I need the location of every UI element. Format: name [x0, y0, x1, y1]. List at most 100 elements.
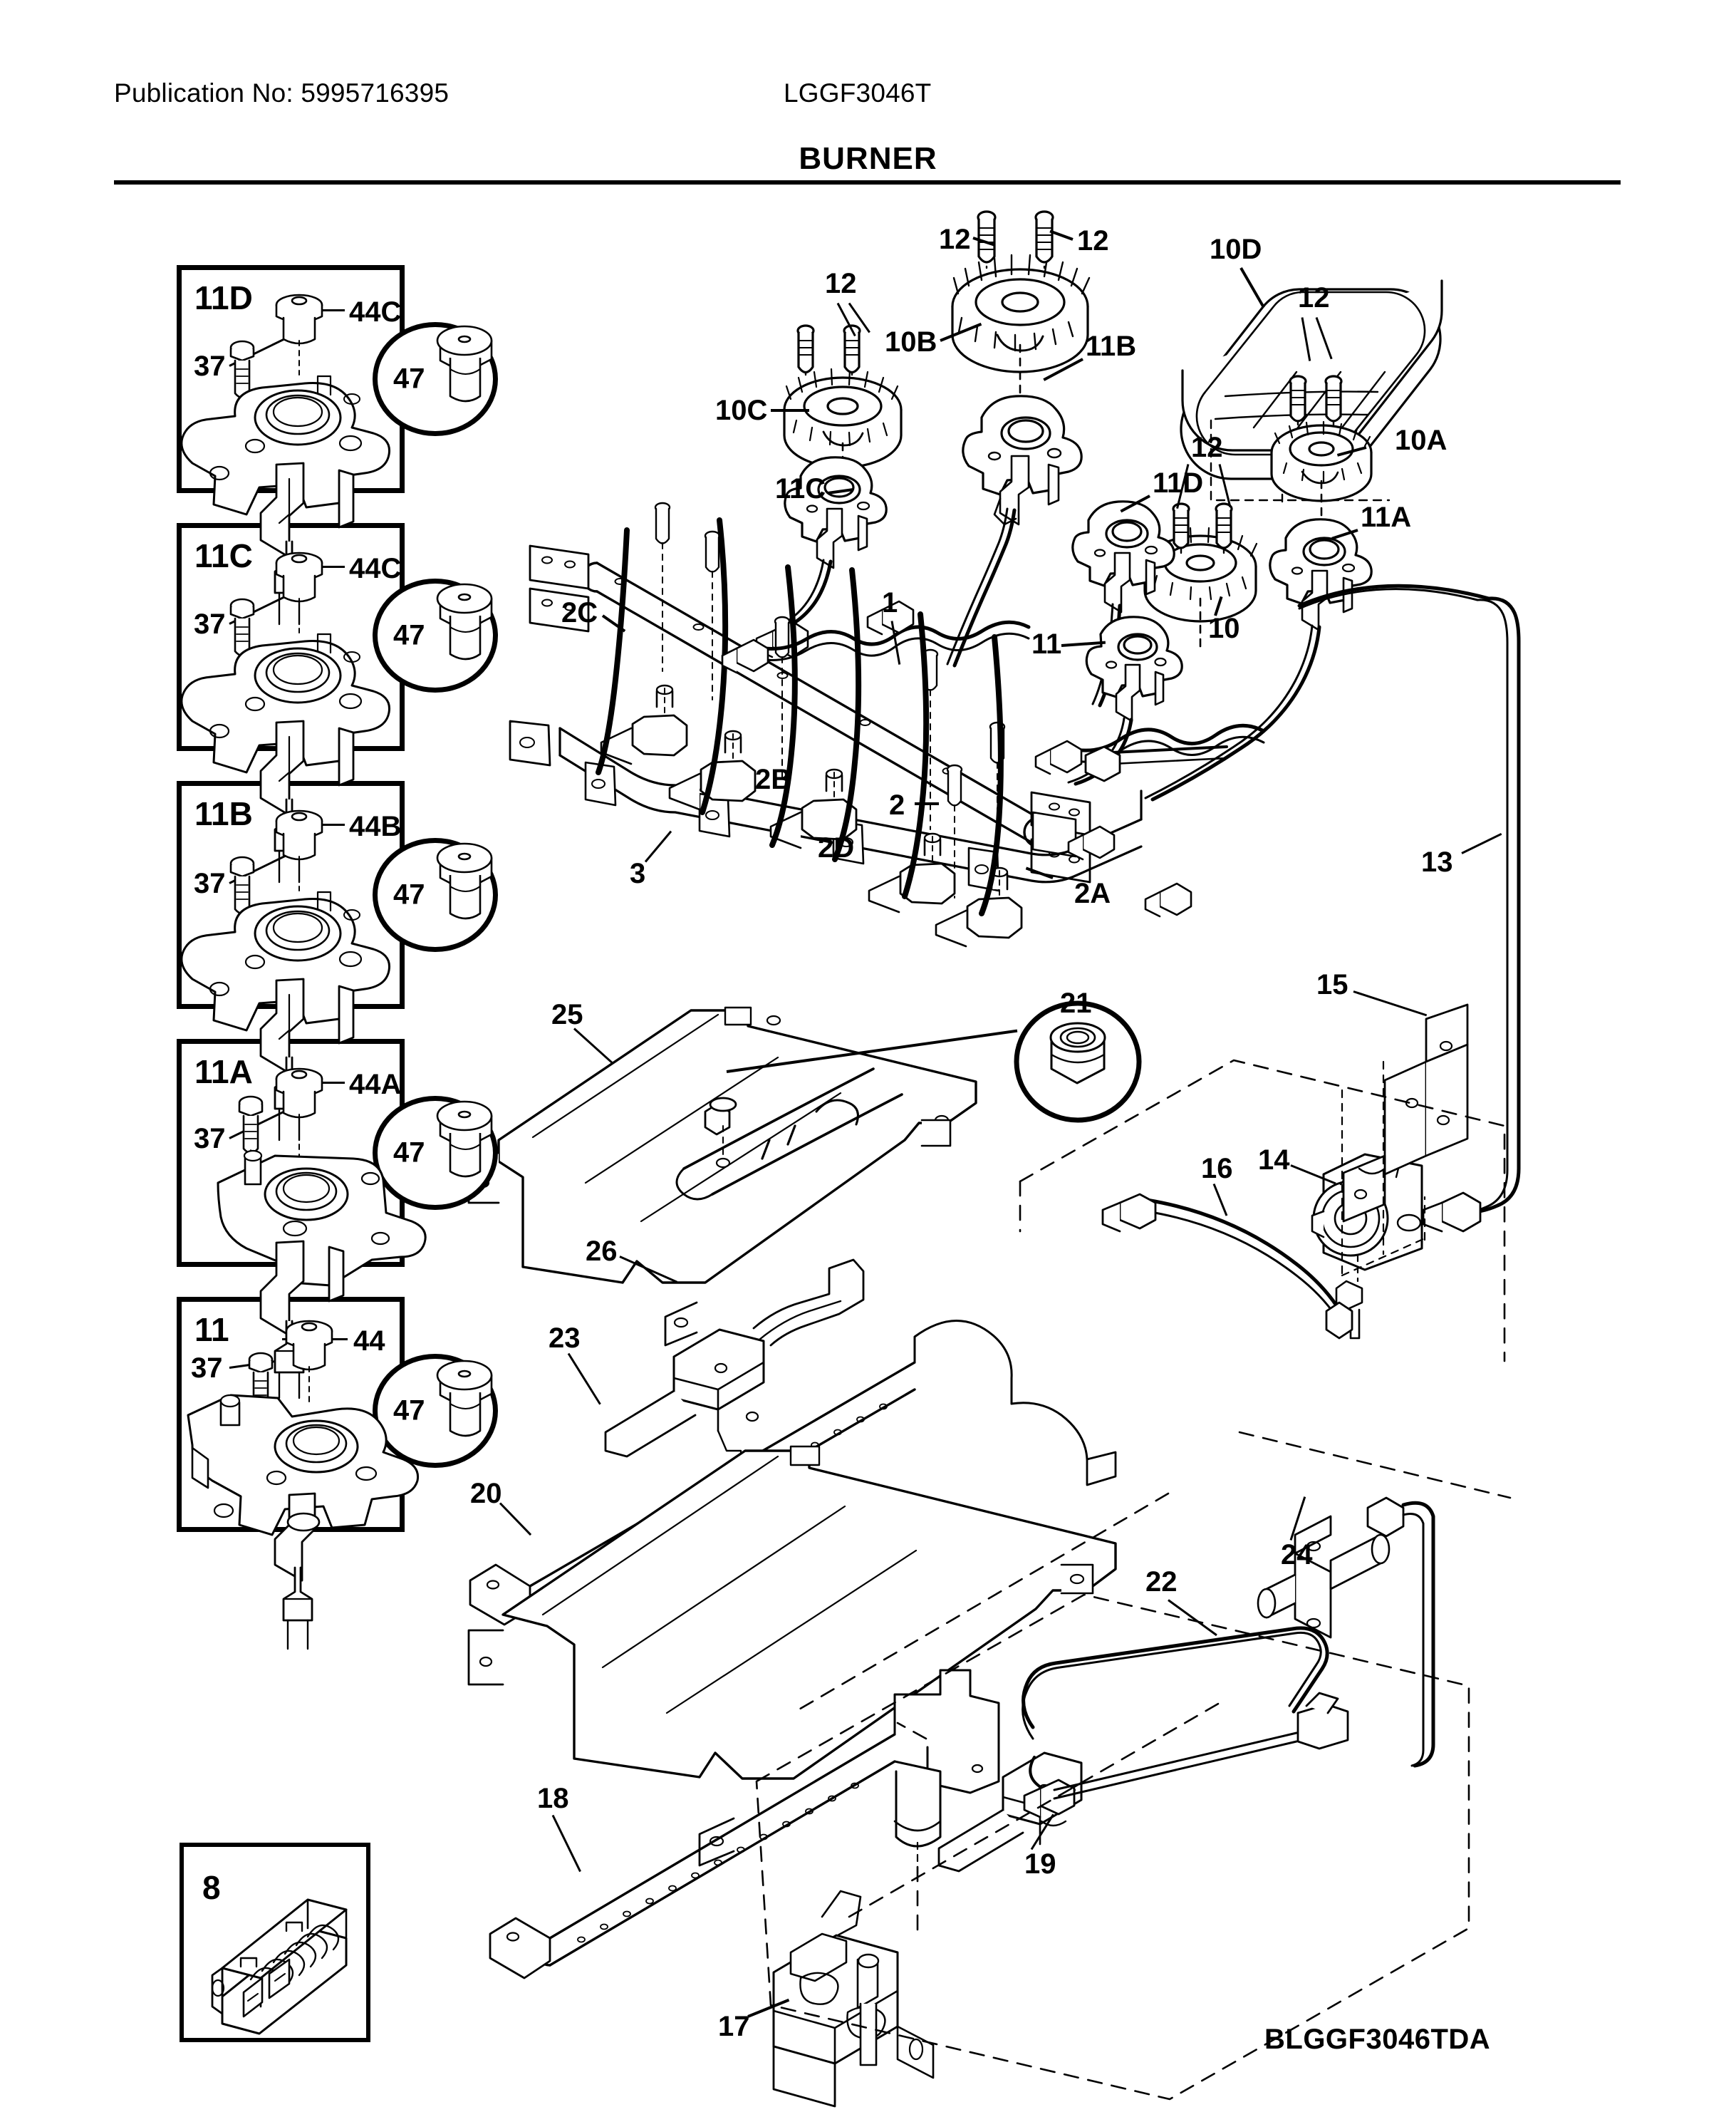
heat-baffle-20	[469, 1446, 1116, 1865]
callout-14: 14	[1258, 1144, 1290, 1176]
detail-circle-id-47-11a: 47	[393, 1137, 425, 1169]
burner-head-11a	[1270, 519, 1371, 630]
callout-10d: 10D	[1210, 234, 1262, 265]
callout-2d: 2D	[818, 832, 855, 864]
manifold-valve-1	[601, 685, 687, 764]
detail-label-37-11c: 37	[194, 609, 226, 640]
callout-11c: 11C	[775, 473, 826, 504]
detail-label-44c-11d: 44C	[349, 296, 402, 328]
supply-tube-16	[1103, 1194, 1352, 1338]
callout-12-e: 12	[1191, 432, 1223, 463]
screw-12-10c-right	[844, 326, 860, 381]
manifold-bracket-right	[1031, 792, 1090, 882]
leader-2	[915, 802, 939, 805]
valve-body-11a	[218, 1069, 425, 1398]
model-number: LGGF3046T	[784, 78, 932, 108]
detail-circle-id-47-11b: 47	[393, 879, 425, 911]
callout-24: 24	[1281, 1539, 1313, 1570]
orifice-47-c	[437, 844, 492, 918]
valve-body-11	[188, 1321, 418, 1649]
detail-label-44c-11c: 44C	[349, 553, 402, 584]
gas-elbow-24	[1258, 1498, 1433, 1766]
callout-12-c: 12	[825, 268, 857, 299]
callout-11b: 11B	[1086, 331, 1137, 362]
header-divider	[114, 180, 1621, 185]
manifold-valve-4	[869, 834, 955, 912]
orifice-47-a	[437, 326, 492, 401]
callout-10c: 10C	[715, 395, 768, 426]
spark-module-8-artwork	[201, 1888, 358, 2031]
callout-10b: 10B	[885, 326, 937, 358]
detail-label-37-11d: 37	[194, 351, 226, 382]
callout-20: 20	[470, 1478, 502, 1509]
burner-port-holes-18	[578, 1784, 858, 1942]
callout-10a: 10A	[1395, 425, 1447, 456]
burner-cap-10d	[1181, 281, 1442, 479]
callout-10: 10	[1208, 613, 1240, 644]
callout-12-a: 12	[939, 224, 971, 255]
callout-2: 2	[889, 790, 905, 821]
orifice-47-artwork	[427, 314, 513, 1482]
screw-12-10a-right	[1326, 376, 1341, 428]
screw-12-10-left	[1173, 504, 1189, 554]
orifice-47-d	[437, 1102, 492, 1176]
callout-16: 16	[1201, 1153, 1233, 1184]
manifold-bracket-left	[530, 546, 588, 631]
publication-number: Publication No: 5995716395	[114, 78, 449, 108]
locknut-21-detail	[1017, 1003, 1139, 1120]
burner-head-11c	[785, 457, 886, 568]
callout-22: 22	[1145, 1566, 1178, 1598]
callout-26: 26	[586, 1236, 618, 1267]
detail-label-44b-11b: 44B	[349, 811, 402, 842]
burner-cap-10a	[1272, 422, 1371, 501]
callout-11d: 11D	[1153, 467, 1204, 499]
orifice-47-e	[437, 1361, 492, 1436]
valve-body-11c	[182, 553, 390, 882]
detail-label-37-11: 37	[191, 1352, 223, 1384]
callout-2a: 2A	[1074, 878, 1111, 909]
detail-box-id-11: 11	[194, 1311, 229, 1348]
burner-cap-10b	[952, 255, 1089, 372]
callout-21: 21	[1060, 988, 1092, 1019]
callout-13: 13	[1421, 847, 1453, 878]
oven-safety-valve-17	[774, 1891, 933, 2106]
detail-circle-id-47-11: 47	[393, 1394, 425, 1427]
callout-1: 1	[882, 587, 898, 618]
detail-box-id-11a: 11A	[194, 1053, 253, 1090]
heat-baffle-25	[469, 1008, 976, 1345]
burner-cap-10	[1145, 528, 1257, 621]
callout-11a: 11A	[1361, 502, 1412, 533]
callout-15: 15	[1316, 969, 1348, 1000]
callout-23: 23	[549, 1322, 581, 1354]
detail-circle-id-47-11c: 47	[393, 619, 425, 651]
supply-tube-22	[1023, 1628, 1348, 1817]
detail-box-id-11b: 11B	[194, 795, 253, 832]
callout-12-d: 12	[1298, 282, 1330, 314]
callout-18: 18	[537, 1783, 569, 1814]
burner-cap-10c	[784, 369, 901, 467]
leader-10c	[771, 409, 809, 412]
callout-3: 3	[630, 858, 646, 889]
mounting-bracket-15	[1342, 1005, 1467, 1275]
detail-label-37-11b: 37	[194, 868, 226, 899]
detail-circle-id-47-11d: 47	[393, 363, 425, 395]
diagram-code: BLGGF3046TDA	[1264, 2024, 1491, 2055]
detail-label-37-11a: 37	[194, 1123, 226, 1154]
callout-2c: 2C	[561, 597, 598, 628]
manifold-valve-3	[771, 770, 856, 848]
detail-box-id-11c: 11C	[194, 537, 253, 574]
burner-head-11b	[963, 396, 1081, 524]
oven-igniter-26	[605, 1260, 863, 1501]
callout-17: 17	[718, 2011, 750, 2042]
screw-12-10c-left	[798, 326, 814, 381]
screw-12-10-right	[1216, 504, 1232, 554]
tube-connectors	[722, 601, 1191, 916]
screw-12-10a-left	[1290, 376, 1306, 428]
callout-2b: 2B	[755, 764, 792, 795]
callout-11: 11	[1031, 628, 1062, 660]
page-title: BURNER	[799, 141, 937, 176]
gas-tubes	[598, 520, 1001, 913]
orifice-47-b	[437, 584, 492, 659]
